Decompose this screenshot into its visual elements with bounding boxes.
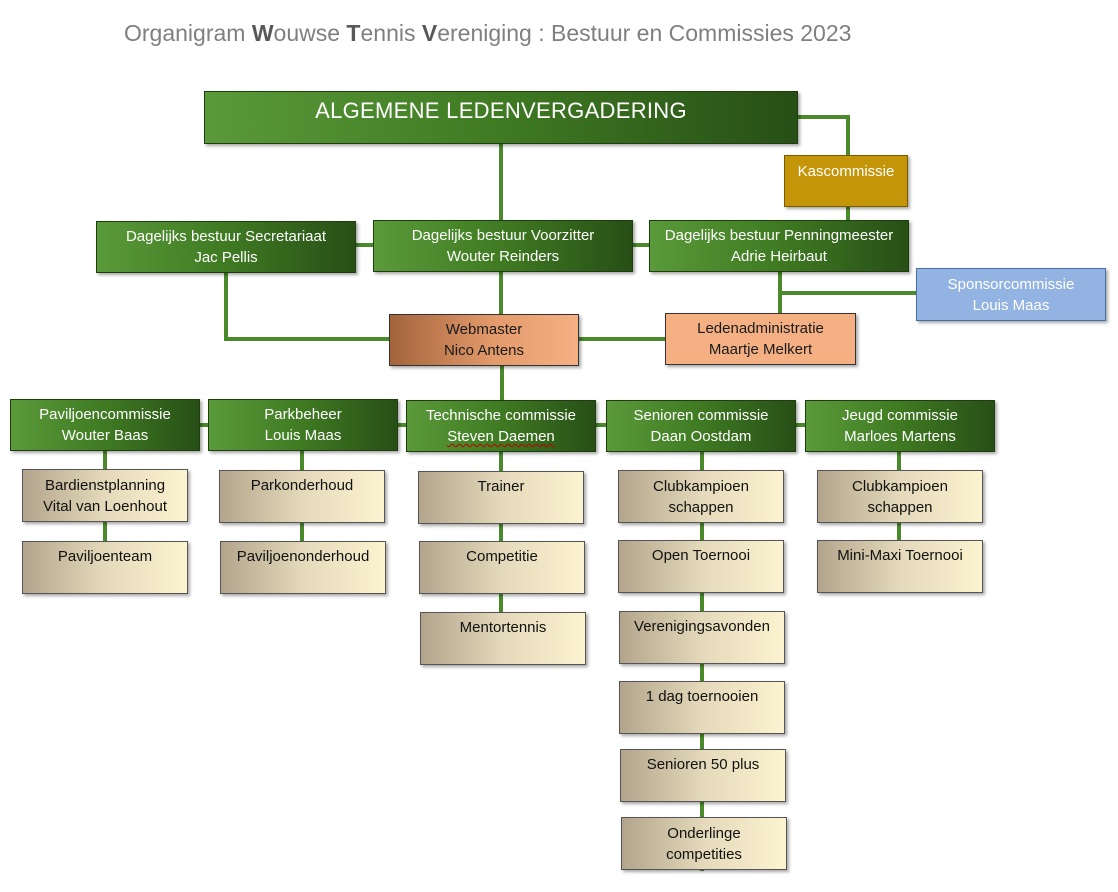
sub-label: 1 dag toernooien	[645, 688, 759, 705]
sub-label: Mini-Maxi Toernooi	[837, 547, 963, 564]
trainer-box: Trainer	[418, 471, 584, 524]
sub-label: schappen	[668, 498, 734, 516]
title-part: ennis	[360, 20, 422, 46]
technisch-role: Technische commissie	[425, 407, 577, 424]
sub-label: Parkonderhoud	[250, 477, 354, 494]
alv-box: ALGEMENE LEDENVERGADERING	[204, 91, 798, 144]
title-part: ereniging : Bestuur en Commissies 2023	[437, 20, 852, 46]
sub-label: Clubkampioen	[653, 477, 749, 495]
senioren-50-plus-box: Senioren 50 plus	[620, 749, 786, 802]
voorzitter-role: Dagelijks bestuur Voorzitter	[411, 227, 595, 244]
title-part: ouwse	[273, 20, 347, 46]
open-toernooi-box: Open Toernooi	[618, 540, 784, 593]
sub-label: Verenigingsavonden	[634, 618, 770, 635]
penningmeester-role: Dagelijks bestuur Penningmeester	[664, 227, 894, 244]
penningmeester-name: Adrie Heirbaut	[731, 248, 827, 265]
parkonderhoud-box: Parkonderhoud	[219, 470, 385, 523]
kascommissie-label: Kascommissie	[797, 163, 895, 180]
sub-label: Clubkampioen	[852, 477, 948, 495]
sub-label: Mentortennis	[459, 619, 547, 636]
competitie-box: Competitie	[419, 541, 585, 594]
sub-label: Competitie	[466, 548, 538, 565]
ledenadmin-name: Maartje Melkert	[708, 341, 813, 358]
sub-label: Paviljoenonderhoud	[236, 548, 370, 565]
webmaster-name: Nico Antens	[443, 342, 525, 359]
connector	[797, 115, 850, 156]
sponsor-name: Louis Maas	[972, 296, 1050, 314]
bardienstplanning-box: Bardienstplanning Vital van Loenhout	[22, 469, 188, 522]
paviljoenteam-box: Paviljoenteam	[22, 541, 188, 594]
sub-label: Bardienstplanning	[44, 476, 166, 494]
secretariaat-role: Dagelijks bestuur Secretariaat	[125, 228, 327, 245]
jeugd-role: Jeugd commissie	[842, 407, 958, 424]
sub-label: Paviljoenteam	[57, 548, 153, 565]
penningmeester-box: Dagelijks bestuur Penningmeester Adrie H…	[649, 220, 909, 272]
voorzitter-box: Dagelijks bestuur Voorzitter Wouter Rein…	[373, 220, 633, 272]
paviljoencommissie-box: Paviljoencommissie Wouter Baas	[10, 399, 200, 451]
sponsor-role: Sponsorcommissie	[947, 275, 1075, 293]
park-role: Parkbeheer	[264, 406, 342, 423]
technische-commissie-box: Technische commissie Steven Daemen	[406, 400, 596, 452]
senioren-role: Senioren commissie	[633, 407, 769, 424]
title-part: Organigram	[124, 20, 252, 46]
sub-label: Onderlinge	[667, 824, 741, 842]
webmaster-box: Webmaster Nico Antens	[389, 314, 579, 366]
jeugd-name: Marloes Martens	[844, 428, 956, 445]
paviljoen-role: Paviljoencommissie	[39, 406, 171, 423]
clubkampioenschappen-senioren-box: Clubkampioen schappen	[618, 470, 784, 523]
paviljoen-name: Wouter Baas	[61, 427, 149, 444]
kascommissie-box: Kascommissie	[784, 155, 908, 207]
clubkampioenschappen-jeugd-box: Clubkampioen schappen	[817, 470, 983, 523]
sub-label: Trainer	[477, 478, 525, 495]
sub-label: schappen	[867, 498, 933, 516]
title-initial: W	[251, 20, 274, 46]
page-title: Organigram Wouwse Tennis Vereniging : Be…	[124, 20, 851, 47]
webmaster-role: Webmaster	[445, 321, 523, 338]
senioren-commissie-box: Senioren commissie Daan Oostdam	[606, 400, 796, 452]
senioren-name: Daan Oostdam	[650, 428, 752, 445]
technisch-name: Steven Daemen	[447, 428, 555, 445]
verenigingsavonden-box: Verenigingsavonden	[619, 611, 785, 664]
secretariaat-box: Dagelijks bestuur Secretariaat Jac Pelli…	[96, 221, 356, 273]
voorzitter-name: Wouter Reinders	[446, 248, 560, 265]
sub-label: Open Toernooi	[651, 547, 751, 564]
secretariaat-name: Jac Pellis	[194, 249, 258, 266]
alv-label: ALGEMENE LEDENVERGADERING	[315, 98, 687, 123]
sub-label: competities	[666, 845, 742, 863]
title-initial: V	[421, 20, 438, 46]
mentortennis-box: Mentortennis	[420, 612, 586, 665]
onderlinge-competities-box: Onderlinge competities	[621, 817, 787, 870]
connector	[224, 272, 390, 341]
paviljoenonderhoud-box: Paviljoenonderhoud	[220, 541, 386, 594]
ledenadmin-role: Ledenadministratie	[697, 320, 824, 337]
parkbeheer-box: Parkbeheer Louis Maas	[208, 399, 398, 451]
sub-label: Vital van Loenhout	[43, 497, 167, 515]
park-name: Louis Maas	[264, 427, 342, 444]
ledenadministratie-box: Ledenadministratie Maartje Melkert	[665, 313, 856, 365]
title-initial: T	[346, 20, 361, 46]
mini-maxi-toernooi-box: Mini-Maxi Toernooi	[817, 540, 983, 593]
sponsorcommissie-box: Sponsorcommissie Louis Maas	[916, 268, 1106, 321]
sub-label: Senioren 50 plus	[646, 756, 760, 773]
jeugd-commissie-box: Jeugd commissie Marloes Martens	[805, 400, 995, 452]
1-dag-toernooien-box: 1 dag toernooien	[619, 681, 785, 734]
